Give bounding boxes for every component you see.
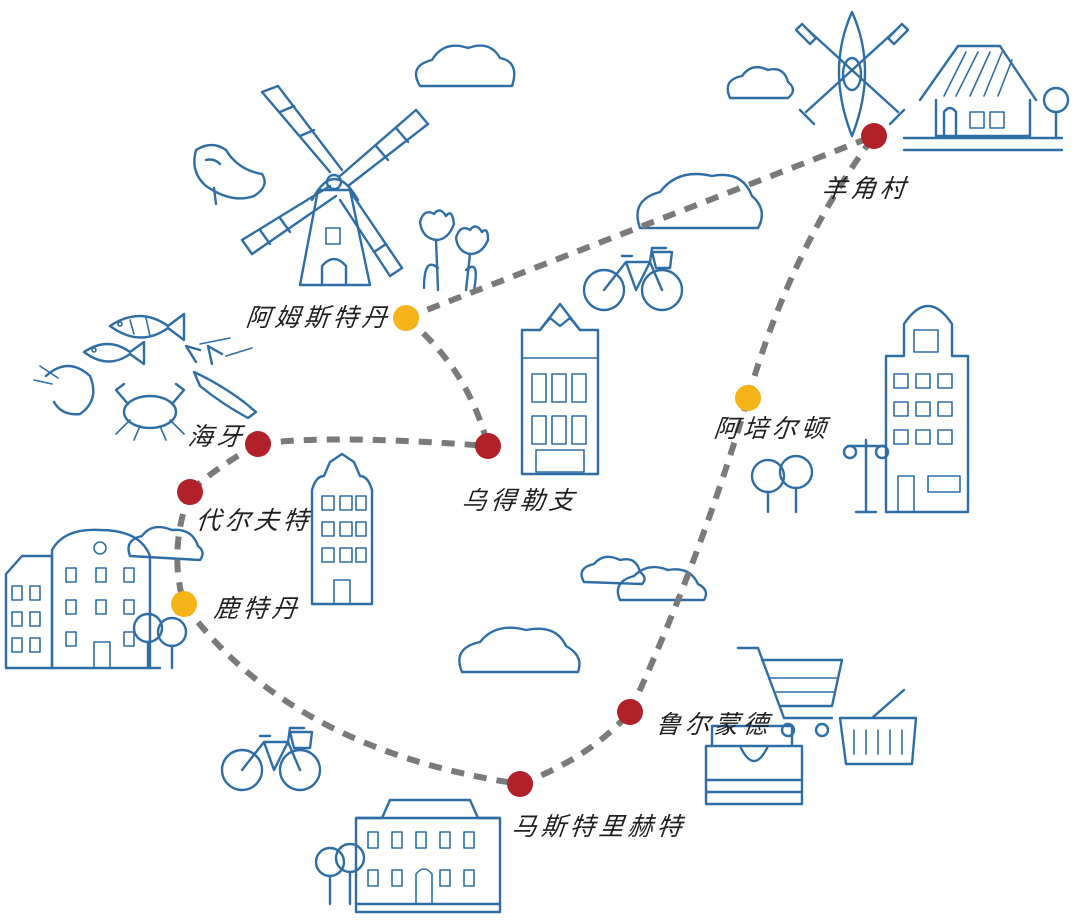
marker-apeldoorn[interactable]: [735, 385, 761, 411]
route-hague-utrecht: [257, 436, 489, 449]
marker-the-hague[interactable]: [245, 431, 271, 457]
route-rotterdam-maastricht: [181, 602, 521, 787]
fish-icon: [108, 312, 186, 342]
shopping-bag-icon: [704, 724, 804, 806]
route-amsterdam-utrecht: [404, 315, 491, 447]
tulips-icon: [418, 209, 490, 292]
canal-house-icon: [884, 305, 970, 514]
route-delft-rotterdam: [174, 490, 193, 605]
route-apeldoorn-giethoorn: [745, 134, 877, 399]
tree-icon: [132, 612, 188, 670]
lobster-icon: [184, 337, 258, 420]
tree-icon: [750, 454, 814, 514]
crab-icon: [114, 382, 186, 441]
street-lamp-icon: [842, 438, 890, 514]
marker-roermond[interactable]: [617, 699, 643, 725]
label-rotterdam: 鹿特丹: [212, 594, 303, 623]
shopping-basket-icon: [838, 688, 918, 766]
windmill-icon: [240, 84, 430, 287]
marker-rotterdam[interactable]: [171, 591, 197, 617]
marker-amsterdam[interactable]: [393, 305, 419, 331]
fish-icon: [82, 340, 146, 366]
tree-icon: [314, 842, 366, 906]
shopping-cart-icon: [736, 646, 844, 738]
route-amsterdam-giethoorn: [404, 133, 876, 321]
marker-giethoorn[interactable]: [861, 123, 887, 149]
label-roermond: 鲁尔蒙德: [654, 710, 774, 739]
cloud-icon: [616, 565, 708, 602]
label-utrecht: 乌得勒支: [460, 486, 580, 515]
marker-utrecht[interactable]: [475, 433, 501, 459]
cloud-icon: [726, 65, 795, 100]
city-markers: [171, 123, 887, 797]
cloud-icon: [414, 44, 516, 88]
label-apeldoorn: 阿培尔顿: [712, 414, 832, 443]
clogs-icon: [193, 143, 266, 206]
route-lines: [174, 133, 877, 787]
cloud-icon: [580, 555, 646, 586]
cloud-icon: [127, 525, 204, 562]
kayak-icon: [794, 10, 910, 138]
bicycle-icon: [582, 246, 684, 312]
marker-delft[interactable]: [177, 479, 203, 505]
canal-house-icon: [354, 798, 502, 914]
cloud-icon: [636, 172, 764, 230]
bicycle-icon: [220, 726, 322, 792]
label-giethoorn: 羊角村: [820, 174, 911, 203]
canal-house-icon: [4, 528, 162, 670]
farmhouse-icon: [902, 44, 1070, 152]
route-roermond-apeldoorn: [627, 397, 751, 714]
label-the-hague: 海牙: [186, 422, 248, 451]
label-maastricht: 马斯特里赫特: [510, 812, 688, 841]
canal-house-icon: [520, 302, 600, 476]
shrimp-icon: [33, 364, 95, 416]
route-maastricht-roermond: [518, 710, 633, 787]
canal-house-icon: [310, 452, 374, 606]
cloud-icon: [458, 626, 581, 674]
label-delft: 代尔夫特: [194, 506, 314, 535]
label-amsterdam: 阿姆斯特丹: [244, 303, 393, 332]
marker-maastricht[interactable]: [507, 771, 533, 797]
